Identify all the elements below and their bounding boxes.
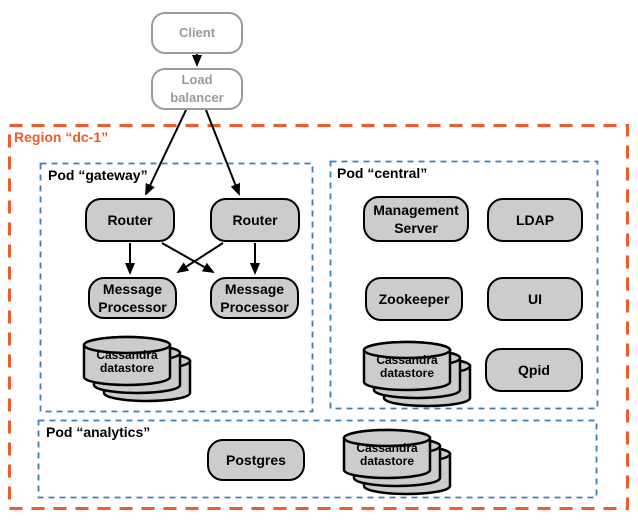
pod-central-border: [329, 160, 599, 410]
zookeeper-node: Zookeeper: [365, 277, 463, 321]
postgres-node: Postgres: [207, 439, 305, 481]
cassandra-gateway-label: Cassandra datastore: [96, 348, 158, 375]
cassandra-central-label: Cassandra datastore: [376, 353, 438, 380]
cassandra-analytics-label: Cassandra datastore: [356, 441, 418, 468]
edge-router2-mp1: [176, 242, 224, 274]
region-dc1-border: [8, 124, 629, 510]
ui-node: UI: [487, 277, 583, 321]
pod-gateway-label: Pod “gateway”: [48, 167, 148, 183]
edge-loadbalancer-router2: [205, 109, 240, 196]
qpid-node: Qpid: [485, 348, 583, 392]
management-server-node: Management Server: [363, 196, 469, 242]
edge-router1-mp2: [161, 242, 215, 273]
pod-gateway-border: [39, 162, 314, 413]
pod-analytics-border: [37, 419, 598, 499]
cassandra-stack-central-icon: [362, 340, 472, 408]
edge-loadbalancer-router1: [145, 109, 187, 196]
load-balancer-node: Load balancer: [151, 68, 243, 110]
message-processor1-node: Message Processor: [88, 277, 177, 319]
client-node: Client: [151, 12, 243, 54]
cassandra-stack-analytics-icon: [342, 428, 452, 496]
message-processor2-node: Message Processor: [210, 277, 299, 319]
region-dc1-label: Region “dc-1”: [14, 129, 109, 145]
ldap-node: LDAP: [487, 198, 583, 242]
router1-node: Router: [85, 198, 175, 242]
pod-central-label: Pod “central”: [337, 165, 428, 181]
router2-node: Router: [210, 198, 300, 242]
cassandra-stack-gateway-icon: [82, 335, 192, 403]
pod-analytics-label: Pod “analytics”: [46, 424, 151, 440]
